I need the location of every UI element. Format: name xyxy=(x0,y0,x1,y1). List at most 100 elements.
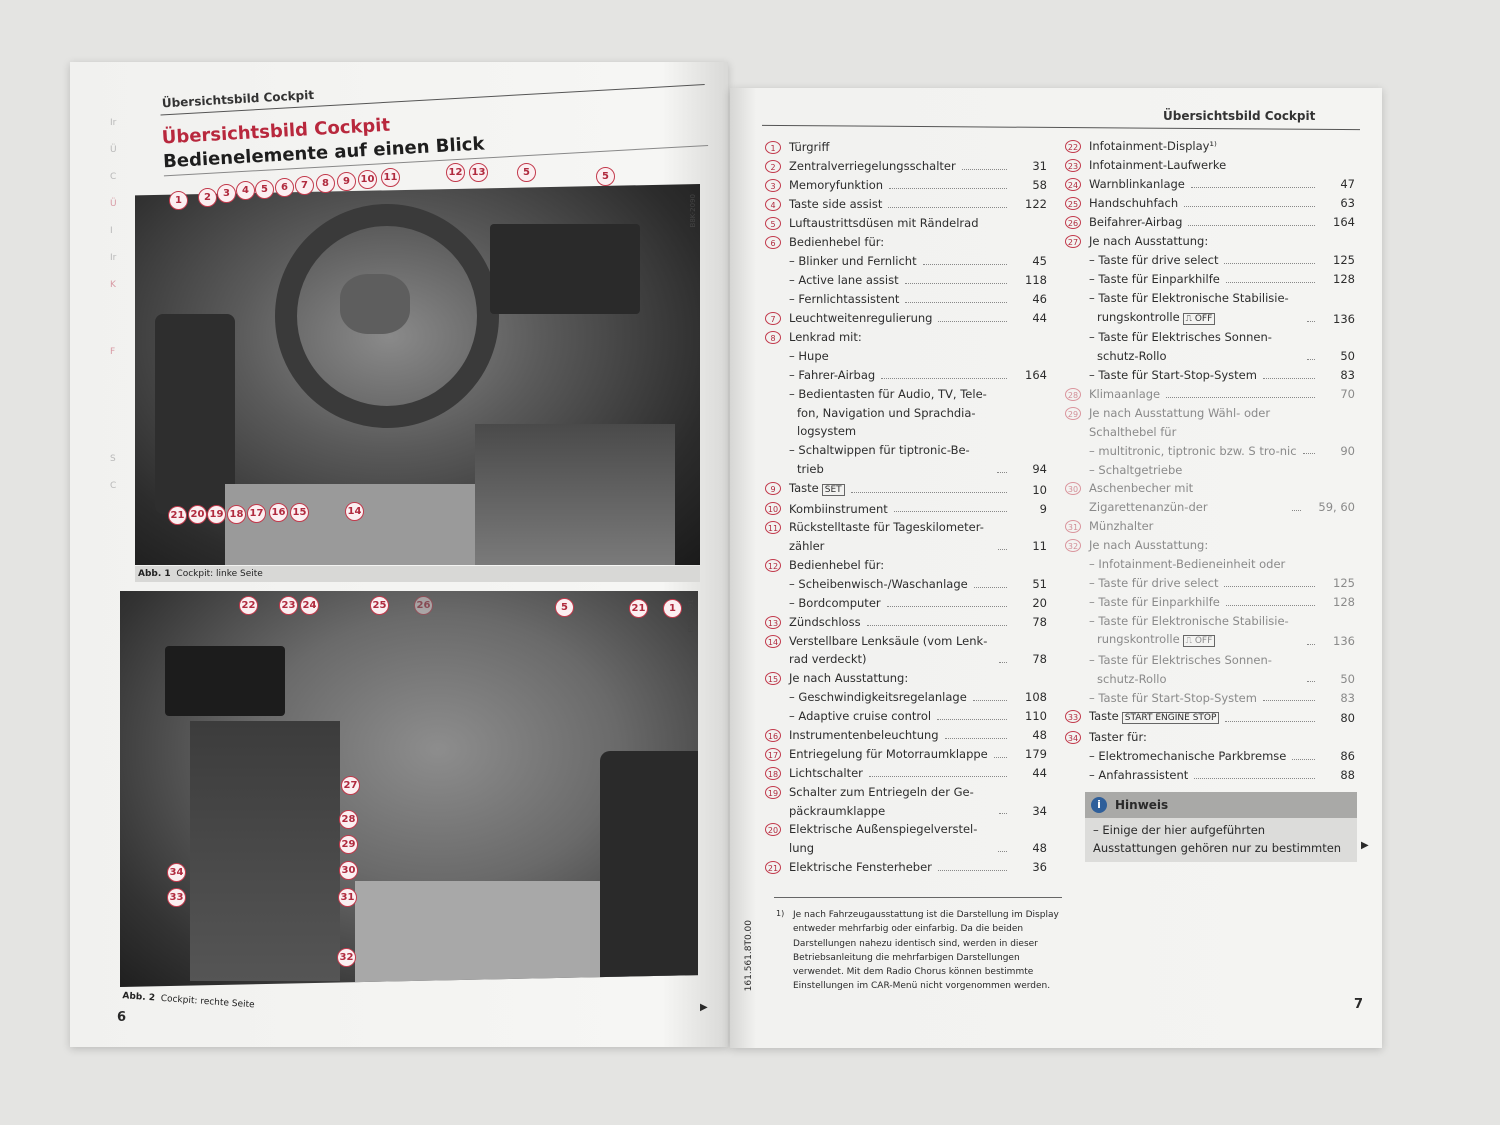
page-reference: 83 xyxy=(1340,690,1355,705)
margin-mark: K xyxy=(110,280,116,290)
dot-leader xyxy=(937,719,1007,721)
item-label: – Geschwindigkeitsregelanlage xyxy=(789,688,967,707)
item-label-text: Instrumentenbeleuchtung xyxy=(789,728,939,743)
continue-arrow-right: ▶ xyxy=(1361,840,1369,851)
page-reference: 36 xyxy=(1032,860,1047,875)
passenger-door xyxy=(600,751,698,987)
dot-leader xyxy=(1166,396,1315,398)
callout-marker: 2 xyxy=(198,188,217,207)
item-label-text: Aschenbecher mit Zigarettenanzün-der xyxy=(1089,481,1208,514)
page-reference: 83 xyxy=(1340,368,1355,383)
page-number-left: 6 xyxy=(117,1010,127,1025)
item-label-text: – multitronic, tiptronic bzw. S tro-nic xyxy=(1089,443,1297,458)
item-number-badge: 22 xyxy=(1065,140,1081,153)
item-number-badge: 5 xyxy=(765,217,781,230)
item-label: Memoryfunktion xyxy=(789,176,883,195)
item-label-text: Memoryfunktion xyxy=(789,178,884,193)
dot-leader xyxy=(886,605,1007,607)
key-symbol: SET xyxy=(821,483,845,496)
page-reference: 31 xyxy=(1032,159,1047,174)
page-reference: 45 xyxy=(1032,254,1047,269)
item-label-text: – Scheibenwisch-/Waschanlage xyxy=(789,576,968,591)
item-label-text: – Bordcomputer xyxy=(789,595,881,610)
footnote-mark: 1) xyxy=(776,909,785,918)
item-label: – Bedientasten für Audio, TV, Tele-fon, … xyxy=(789,385,993,441)
callout-marker: 4 xyxy=(236,181,255,200)
dot-leader xyxy=(881,378,1007,379)
item-number-badge: 4 xyxy=(765,198,781,211)
figure-cockpit-right-photo: B8K-2091 xyxy=(120,591,698,987)
legend-item: – Hupe xyxy=(765,347,1047,366)
item-label: – Scheibenwisch-/Waschanlage xyxy=(789,575,968,594)
page-reference: 80 xyxy=(1340,711,1355,726)
item-number-badge: 34 xyxy=(1065,731,1081,745)
item-label-text: – Active lane assist xyxy=(789,273,899,288)
item-number-badge: 11 xyxy=(765,521,781,535)
item-number-badge: 1 xyxy=(765,141,781,154)
item-number-badge: 15 xyxy=(765,672,781,686)
item-label-text: Bedienhebel für: xyxy=(789,557,885,572)
dot-leader xyxy=(999,813,1007,815)
page-reference: 164 xyxy=(1025,368,1047,383)
item-label-text: Lenkrad mit: xyxy=(789,330,862,345)
item-label: Klimaanlage xyxy=(1089,385,1160,404)
item-label: Handschuhfach xyxy=(1089,194,1178,213)
callout-marker: 22 xyxy=(239,596,258,615)
page-reference: 164 xyxy=(1333,215,1355,230)
legend-item: – Bedientasten für Audio, TV, Tele-fon, … xyxy=(765,385,1047,441)
callout-marker: 10 xyxy=(358,170,377,189)
dot-leader xyxy=(1225,721,1315,723)
item-label-text: Handschuhfach xyxy=(1089,196,1179,211)
item-number-badge: 31 xyxy=(1065,519,1081,533)
dot-leader xyxy=(1306,681,1315,683)
item-label-text: Türgriff xyxy=(789,140,830,155)
item-number-badge: 27 xyxy=(1065,235,1081,248)
item-label: – Taste für drive select xyxy=(1089,574,1218,593)
item-number-badge: 7 xyxy=(765,312,781,325)
item-label-text: Zündschloss xyxy=(789,614,861,629)
callout-marker: 5 xyxy=(517,163,536,182)
item-label-text: – Bedientasten für Audio, TV, Tele-fon, … xyxy=(789,387,987,439)
item-label-text: – Hupe xyxy=(789,349,829,364)
item-label: Münzhalter xyxy=(1089,517,1153,536)
page-reference: 88 xyxy=(1340,768,1355,783)
legend-item: – Taste für Elektronische Stabilisie-run… xyxy=(1065,612,1355,651)
item-label-text: – Taste für Einparkhilfe xyxy=(1089,272,1220,287)
callout-marker: 28 xyxy=(339,810,358,829)
callout-marker: 16 xyxy=(269,503,288,522)
page-reference: 128 xyxy=(1333,594,1355,609)
item-label-text: Münzhalter xyxy=(1089,518,1154,533)
callout-marker: 31 xyxy=(338,888,357,907)
item-label: Verstellbare Lenksäule (vom Lenk-rad ver… xyxy=(789,632,993,669)
dot-leader xyxy=(905,302,1007,303)
item-label: Warnblinkanlage xyxy=(1089,175,1185,194)
figure2-label: Abb. 2 xyxy=(122,991,156,1004)
gear-tunnel xyxy=(475,424,675,565)
dot-leader xyxy=(999,662,1007,664)
page-reference: 90 xyxy=(1340,443,1355,458)
item-label-text: – Taste für Start-Stop-System xyxy=(1089,690,1257,705)
item-number-badge: 8 xyxy=(765,331,781,344)
item-number-badge: 10 xyxy=(765,502,781,516)
callout-marker: 29 xyxy=(339,835,358,854)
callout-marker: 21 xyxy=(168,506,187,525)
figure2-caption-text: Cockpit: rechte Seite xyxy=(160,993,255,1011)
item-label-text: – Elektromechanische Parkbremse xyxy=(1089,749,1287,764)
item-label: – Taste für Elektrisches Sonnen-schutz-R… xyxy=(1089,651,1301,688)
item-label: – Schaltgetriebe xyxy=(1089,461,1182,480)
item-label-text: – Schaltwippen für tiptronic-Be-trieb xyxy=(789,443,970,476)
page-reference: 70 xyxy=(1340,387,1355,402)
